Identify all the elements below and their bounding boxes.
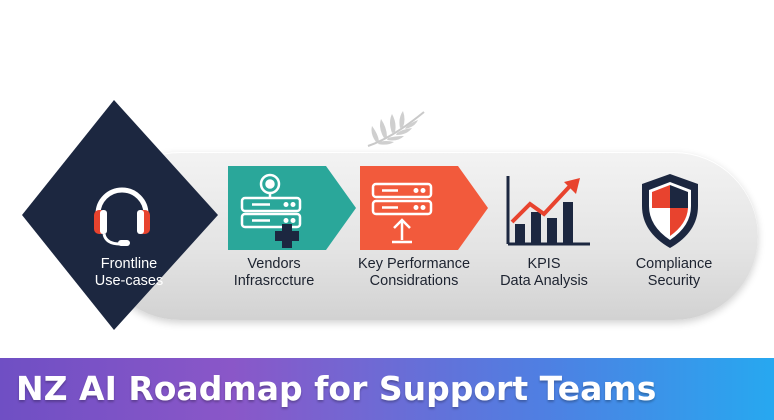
stage-frontline-label: Frontline Use-cases xyxy=(54,256,204,290)
stage-kpc-title: Key Performance xyxy=(357,256,471,272)
bar-chart-growth-icon xyxy=(506,176,590,246)
stage-compliance-label: Compliance Security xyxy=(599,256,749,290)
stage-frontline-shape xyxy=(22,100,218,330)
stage-compliance-subtitle: Security xyxy=(647,273,701,289)
stage-kpis-subtitle: Data Analysis xyxy=(500,273,588,289)
server-upload-icon xyxy=(371,182,433,244)
stage-vendors-shape xyxy=(228,166,356,250)
stage-frontline-title: Frontline xyxy=(100,256,158,272)
stage-vendors-label: Vendors Infrasrccture xyxy=(199,256,349,290)
stage-frontline-subtitle: Use-cases xyxy=(94,273,164,289)
silver-fern-icon xyxy=(367,111,425,147)
stage-compliance-title: Compliance xyxy=(635,256,713,272)
stage-vendors-subtitle: Infrasrccture xyxy=(233,273,315,289)
server-network-icon xyxy=(240,173,302,248)
headset-icon xyxy=(94,187,150,246)
shield-icon xyxy=(642,174,698,248)
stage-kpis-title: KPIS xyxy=(527,256,561,272)
stage-kpc-subtitle: Considrations xyxy=(369,273,459,289)
stage-kpc-label: Key Performance Considrations xyxy=(339,256,489,290)
banner-title: NZ AI Roadmap for Support Teams xyxy=(16,369,657,408)
title-banner: NZ AI Roadmap for Support Teams xyxy=(0,358,774,420)
stage-vendors-title: Vendors xyxy=(247,256,301,272)
stage-kpis-label: KPIS Data Analysis xyxy=(469,256,619,290)
